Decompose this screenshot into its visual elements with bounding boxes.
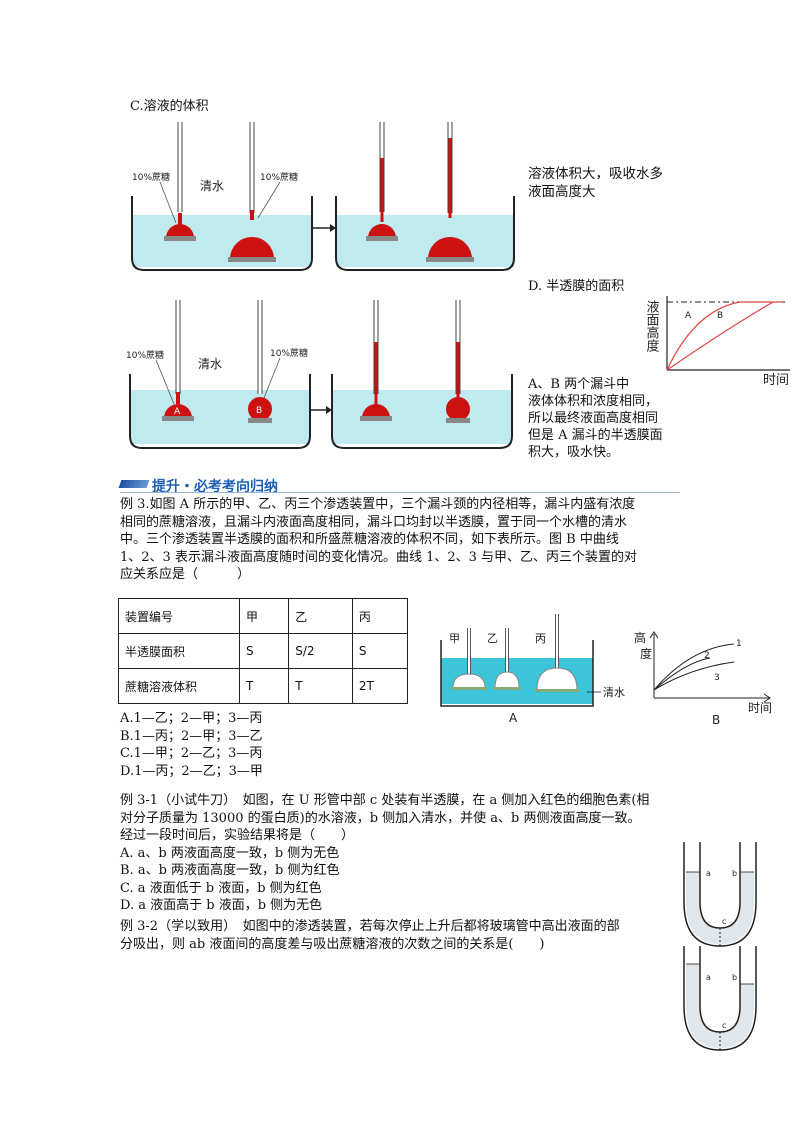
example3-line: 相同的蔗糖溶液，且漏斗内液面高度相同，漏斗口均封以半透膜，置于同一个水槽的清水 xyxy=(120,514,628,530)
tube-a-label: a xyxy=(706,869,711,878)
section-d-note-line: 积大，吸水快。 xyxy=(528,445,620,460)
option-d: D.1—丙；2—乙；3—甲 xyxy=(120,763,263,779)
tube-b-label: b xyxy=(732,973,737,982)
figure-a-three-funnels: 甲 乙 丙 清水 A xyxy=(440,614,625,725)
curve-1-label: 1 xyxy=(736,639,742,649)
figure-a-caption: A xyxy=(509,711,518,725)
tube-b-label: b xyxy=(732,869,737,878)
table-cell: S/2 xyxy=(288,633,353,669)
example31-line: 对分子质量为 13000 的蛋白质)的水溶液，b 侧加入清水，并使 a、b 两侧… xyxy=(120,810,641,826)
option-c: C.1—甲；2—乙；3—丙 xyxy=(120,746,263,761)
example3-line: 例 3.如图 A 所示的甲、乙、丙三个渗透装置中，三个漏斗颈的内径相等，漏斗内盛… xyxy=(120,497,636,512)
example3-line: 中。三个渗透装置半透膜的面积和所盛蔗糖溶液的体积不同，如下表所示。图 B 中曲线 xyxy=(120,532,619,547)
funnel-yi-label: 乙 xyxy=(487,632,498,645)
section-header-bar xyxy=(118,480,150,488)
osmosis-area-figure: A B 10%蔗糖 清水 10%蔗糖 xyxy=(126,300,513,449)
section-header: 提升・必考考向归纳 xyxy=(152,479,278,495)
table-cell: 甲 xyxy=(238,598,290,634)
funnel-bing-label: 丙 xyxy=(535,632,546,645)
example3-question: 例 3.如图 A 所示的甲、乙、丙三个渗透装置中，三个漏斗颈的内径相等，漏斗内盛… xyxy=(120,496,637,584)
water-label: 清水 xyxy=(200,179,224,193)
section-c-note-line1: 溶液体积大，吸收水多 xyxy=(528,166,663,182)
left-funnel-label: 10%蔗糖 xyxy=(132,171,170,183)
curve-2-label: 2 xyxy=(704,651,710,661)
option-a: A.1—乙；2—甲；3—丙 xyxy=(120,711,263,726)
example31-question: 例 3-1（小试牛刀） 如图，在 U 形管中部 c 处装有半透膜，在 a 侧加入… xyxy=(120,792,649,915)
option-b: B. a、b 两液面高度一致，b 侧为红色 xyxy=(120,863,340,878)
liquid-height-chart: A B 液面高度 时间 xyxy=(645,296,790,386)
figure-b-ylabel: 高 xyxy=(634,630,646,645)
table-cell: 乙 xyxy=(288,598,353,634)
option-a: A. a、b 两液面高度一致，b 侧为无色 xyxy=(120,845,340,861)
u-tube-figure-2: a b c xyxy=(683,946,757,1051)
option-b: B.1—丙；2—甲；3—乙 xyxy=(120,728,263,744)
section-d-note-line: 所以最终液面高度相同 xyxy=(528,411,659,426)
water-label: 清水 xyxy=(603,686,625,699)
table-cell: 蔗糖溶液体积 xyxy=(118,668,240,704)
example3-line: 应关系应是（ ） xyxy=(120,567,251,582)
funnel-jia-label: 甲 xyxy=(449,632,460,645)
section-d-label: D. 半透膜的面积 xyxy=(528,279,625,294)
left-funnel-label: 10%蔗糖 xyxy=(126,349,164,361)
example32-question: 例 3-2（学以致用） 如图中的渗透装置，若每次停止上升后都将玻璃管中高出液面的… xyxy=(120,918,620,953)
table-row: 装置编号 甲 乙 丙 xyxy=(118,598,409,634)
curve-a-label: A xyxy=(685,311,692,321)
section-d-note: A、B 两个漏斗中 液体体积和浓度相同， 所以最终液面高度相同 但是 A 漏斗的… xyxy=(528,376,663,461)
section-c-note-line2: 液面高度大 xyxy=(528,184,596,200)
device-table: 装置编号 甲 乙 丙 半透膜面积 S S/2 S 蔗糖溶液体积 T T 2T xyxy=(118,598,409,704)
u-tube-figure-1: a b c xyxy=(683,842,757,947)
chart-xlabel: 时间 xyxy=(763,373,789,386)
table-cell: 装置编号 xyxy=(118,598,240,634)
table-cell: S xyxy=(351,633,409,669)
table-row: 半透膜面积 S S/2 S xyxy=(118,633,409,669)
right-funnel-label: 10%蔗糖 xyxy=(270,347,308,359)
table-cell: T xyxy=(238,668,290,704)
table-row: 蔗糖溶液体积 T T 2T xyxy=(118,668,409,704)
example31-line: 经过一段时间后，实验结果将是（ ） xyxy=(120,828,355,843)
funnel-b-label: B xyxy=(256,406,262,416)
table-cell: S xyxy=(238,633,290,669)
section-d-note-line: A、B 两个漏斗中 xyxy=(528,377,630,392)
table-cell: 半透膜面积 xyxy=(118,633,240,669)
curve-3-label: 3 xyxy=(714,673,720,683)
figure-b-xlabel: 时间 xyxy=(748,701,772,715)
example3-options: A.1—乙；2—甲；3—丙 B.1—丙；2—甲；3—乙 C.1—甲；2—乙；3—… xyxy=(120,710,263,780)
figure-b-curves: 1 2 3 高 度 时间 B xyxy=(634,630,772,724)
tube-c-label: c xyxy=(722,1021,726,1030)
water-label: 清水 xyxy=(198,357,222,371)
table-cell: T xyxy=(288,668,353,704)
example32-line: 分吸出，则 ab 液面间的高度差与吸出蔗糖溶液的次数之间的关系是( ) xyxy=(120,936,545,952)
option-c: C. a 液面低于 b 液面，b 侧为红色 xyxy=(120,880,322,896)
section-header-rule xyxy=(120,492,680,493)
section-d-note-line: 但是 A 漏斗的半透膜面 xyxy=(528,428,663,443)
table-cell: 丙 xyxy=(351,598,409,634)
chart-ylabel: 液面高度 xyxy=(645,300,659,352)
osmosis-volume-figure: 10%蔗糖 清水 10%蔗糖 xyxy=(131,122,515,271)
tube-a-label: a xyxy=(706,973,711,982)
right-funnel-label: 10%蔗糖 xyxy=(260,171,298,183)
section-d-note-line: 液体体积和浓度相同， xyxy=(528,394,659,409)
example3-line: 1、2、3 表示漏斗液面高度随时间的变化情况。曲线 1、2、3 与甲、乙、丙三个… xyxy=(120,549,638,565)
option-d: D. a 液面高于 b 液面，b 侧为无色 xyxy=(120,898,323,913)
funnel-a-label: A xyxy=(174,407,181,417)
figure-b-ylabel: 度 xyxy=(640,646,652,661)
tube-c-label: c xyxy=(722,917,726,926)
figure-b-caption: B xyxy=(712,713,720,724)
example31-line: 例 3-1（小试牛刀） 如图，在 U 形管中部 c 处装有半透膜，在 a 侧加入… xyxy=(120,793,650,808)
table-cell: 2T xyxy=(351,668,409,704)
section-c-label: C.溶液的体积 xyxy=(130,99,209,114)
curve-b-label: B xyxy=(717,311,723,321)
example32-line: 例 3-2（学以致用） 如图中的渗透装置，若每次停止上升后都将玻璃管中高出液面的… xyxy=(120,919,620,934)
